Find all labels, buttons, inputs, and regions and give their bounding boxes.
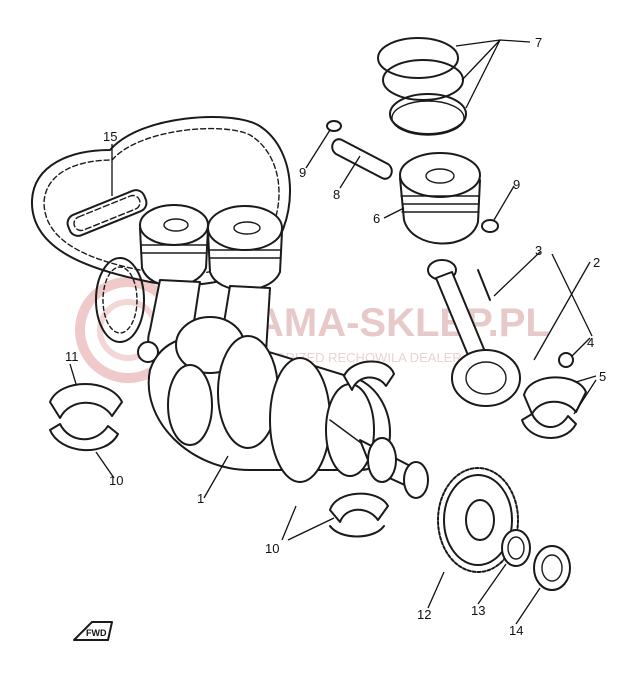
chain-links xyxy=(66,189,148,237)
callout-6: 6 xyxy=(373,211,380,226)
callout-9b: 9 xyxy=(513,177,520,192)
watermark: YAMA-SKLEP.PL AUTHORIZED RECHOWILA DEALE… xyxy=(75,277,550,383)
washer xyxy=(501,529,531,567)
callout-8: 8 xyxy=(333,187,340,202)
piston-pin xyxy=(331,138,393,180)
callout-12: 12 xyxy=(417,607,431,622)
piston-rings xyxy=(377,37,467,136)
piston-ring-top xyxy=(377,37,459,79)
crankshaft xyxy=(147,316,429,499)
piston-ring-second xyxy=(382,59,464,101)
leader-lines xyxy=(69,39,597,625)
right-connecting-rod xyxy=(427,259,574,407)
fwd-arrow: FWD xyxy=(73,621,113,641)
primary-gear xyxy=(437,467,519,573)
right-piston xyxy=(399,152,481,245)
callout-10b: 10 xyxy=(265,541,279,556)
main-bearings-left xyxy=(49,383,123,451)
main-bearings-lower xyxy=(329,492,389,538)
callout-11: 11 xyxy=(65,349,79,364)
callout-labels: 1 2 3 4 5 6 7 8 9 9 10 10 11 12 13 14 15 xyxy=(65,35,606,638)
piston-pin-clip-right xyxy=(481,219,499,233)
rod-bolt xyxy=(477,269,491,301)
crank-nut xyxy=(533,545,571,591)
rod-bearings xyxy=(521,376,587,439)
callout-15: 15 xyxy=(103,129,117,144)
piston-ring-oil xyxy=(389,93,467,135)
watermark-brand: YAMA-SKLEP.PL xyxy=(232,301,550,345)
callout-5: 5 xyxy=(599,369,606,384)
callout-13: 13 xyxy=(471,603,485,618)
left-pistons xyxy=(139,204,283,291)
left-sprocket xyxy=(95,257,145,343)
callout-7: 7 xyxy=(535,35,542,50)
callout-4: 4 xyxy=(587,335,594,350)
callout-1: 1 xyxy=(197,491,204,506)
callout-14: 14 xyxy=(509,623,523,638)
piston-pin-clip-left xyxy=(326,120,342,132)
main-bearing-center xyxy=(343,360,395,391)
rod-nut xyxy=(558,352,574,368)
callout-3: 3 xyxy=(535,243,542,258)
fwd-arrow-label: FWD xyxy=(86,628,107,638)
callout-2: 2 xyxy=(593,255,600,270)
callout-9a: 9 xyxy=(299,165,306,180)
callout-10a: 10 xyxy=(109,473,123,488)
